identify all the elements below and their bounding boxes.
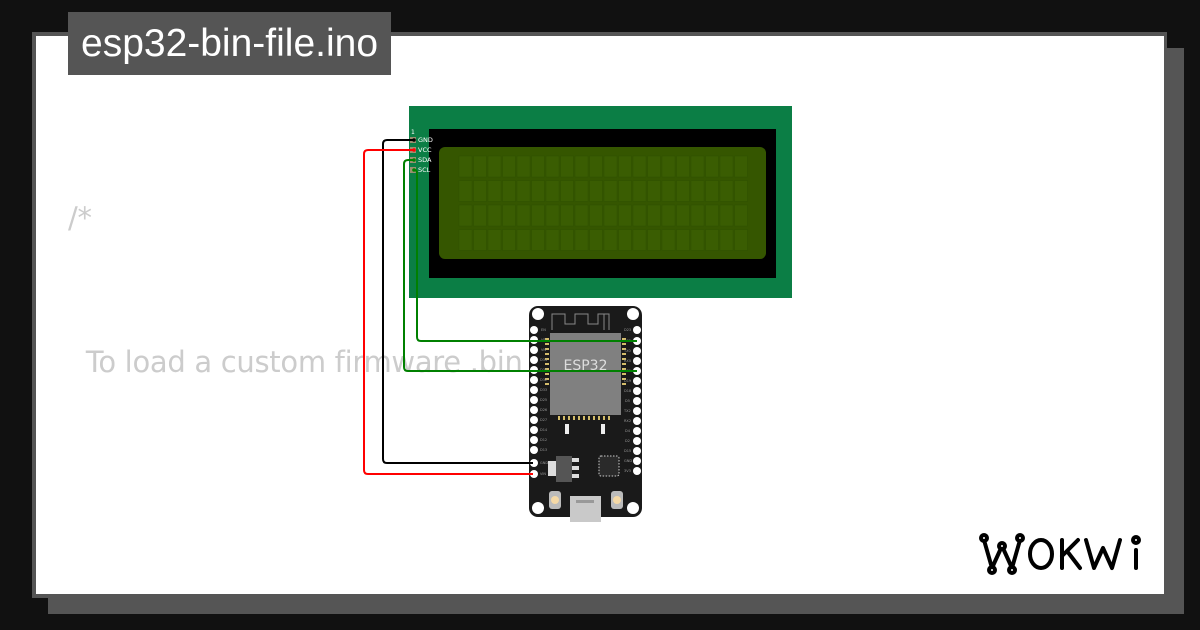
svg-text:D23: D23 xyxy=(624,328,631,332)
svg-text:D5: D5 xyxy=(625,399,630,403)
svg-text:D19: D19 xyxy=(624,379,631,383)
svg-text:GND: GND xyxy=(418,136,433,144)
svg-text:GND: GND xyxy=(540,461,548,465)
wire-endpoints xyxy=(412,138,416,172)
svg-text:TX0: TX0 xyxy=(623,349,631,353)
svg-text:D18: D18 xyxy=(624,389,631,393)
wire-gnd xyxy=(382,139,533,464)
project-title: esp32-bin-file.ino xyxy=(68,12,392,75)
svg-text:D14: D14 xyxy=(540,428,548,432)
svg-text:RX0: RX0 xyxy=(624,359,631,363)
svg-text:1: 1 xyxy=(411,129,415,136)
svg-text:EN: EN xyxy=(541,328,546,332)
svg-text:VIN: VIN xyxy=(540,472,546,476)
wokwi-logo xyxy=(979,533,1141,575)
svg-text:D34: D34 xyxy=(540,358,548,362)
svg-text:D32: D32 xyxy=(540,378,547,382)
svg-text:D26: D26 xyxy=(540,408,547,412)
svg-text:VCC: VCC xyxy=(418,146,432,154)
svg-text:D4: D4 xyxy=(625,429,631,433)
svg-text:D25: D25 xyxy=(540,398,547,402)
svg-text:VN: VN xyxy=(541,348,546,352)
svg-text:D27: D27 xyxy=(540,418,547,422)
svg-text:3V3: 3V3 xyxy=(624,469,631,473)
svg-text:SDA: SDA xyxy=(418,156,432,164)
svg-text:TX2: TX2 xyxy=(623,409,631,413)
svg-text:GND: GND xyxy=(624,459,632,463)
svg-text:D15: D15 xyxy=(624,449,631,453)
svg-text:D12: D12 xyxy=(540,438,547,442)
svg-text:SCL: SCL xyxy=(418,166,431,174)
svg-text:D13: D13 xyxy=(540,448,547,452)
lcd-char-grid xyxy=(458,155,748,251)
svg-text:D33: D33 xyxy=(540,388,547,392)
esp32-right-pins xyxy=(633,326,641,475)
wire-vcc xyxy=(363,149,533,475)
code-line: /* xyxy=(68,201,92,235)
svg-text:D2: D2 xyxy=(625,439,630,443)
esp32-board[interactable]: ESP32 ENV xyxy=(529,306,642,522)
lcd-display[interactable]: 1 GND VCC SDA SCL xyxy=(409,106,792,298)
wire-sda xyxy=(403,159,637,372)
wire-scl xyxy=(414,169,637,342)
svg-text:RX2: RX2 xyxy=(624,419,631,423)
esp32-left-pins xyxy=(530,326,538,478)
wires xyxy=(363,139,637,475)
